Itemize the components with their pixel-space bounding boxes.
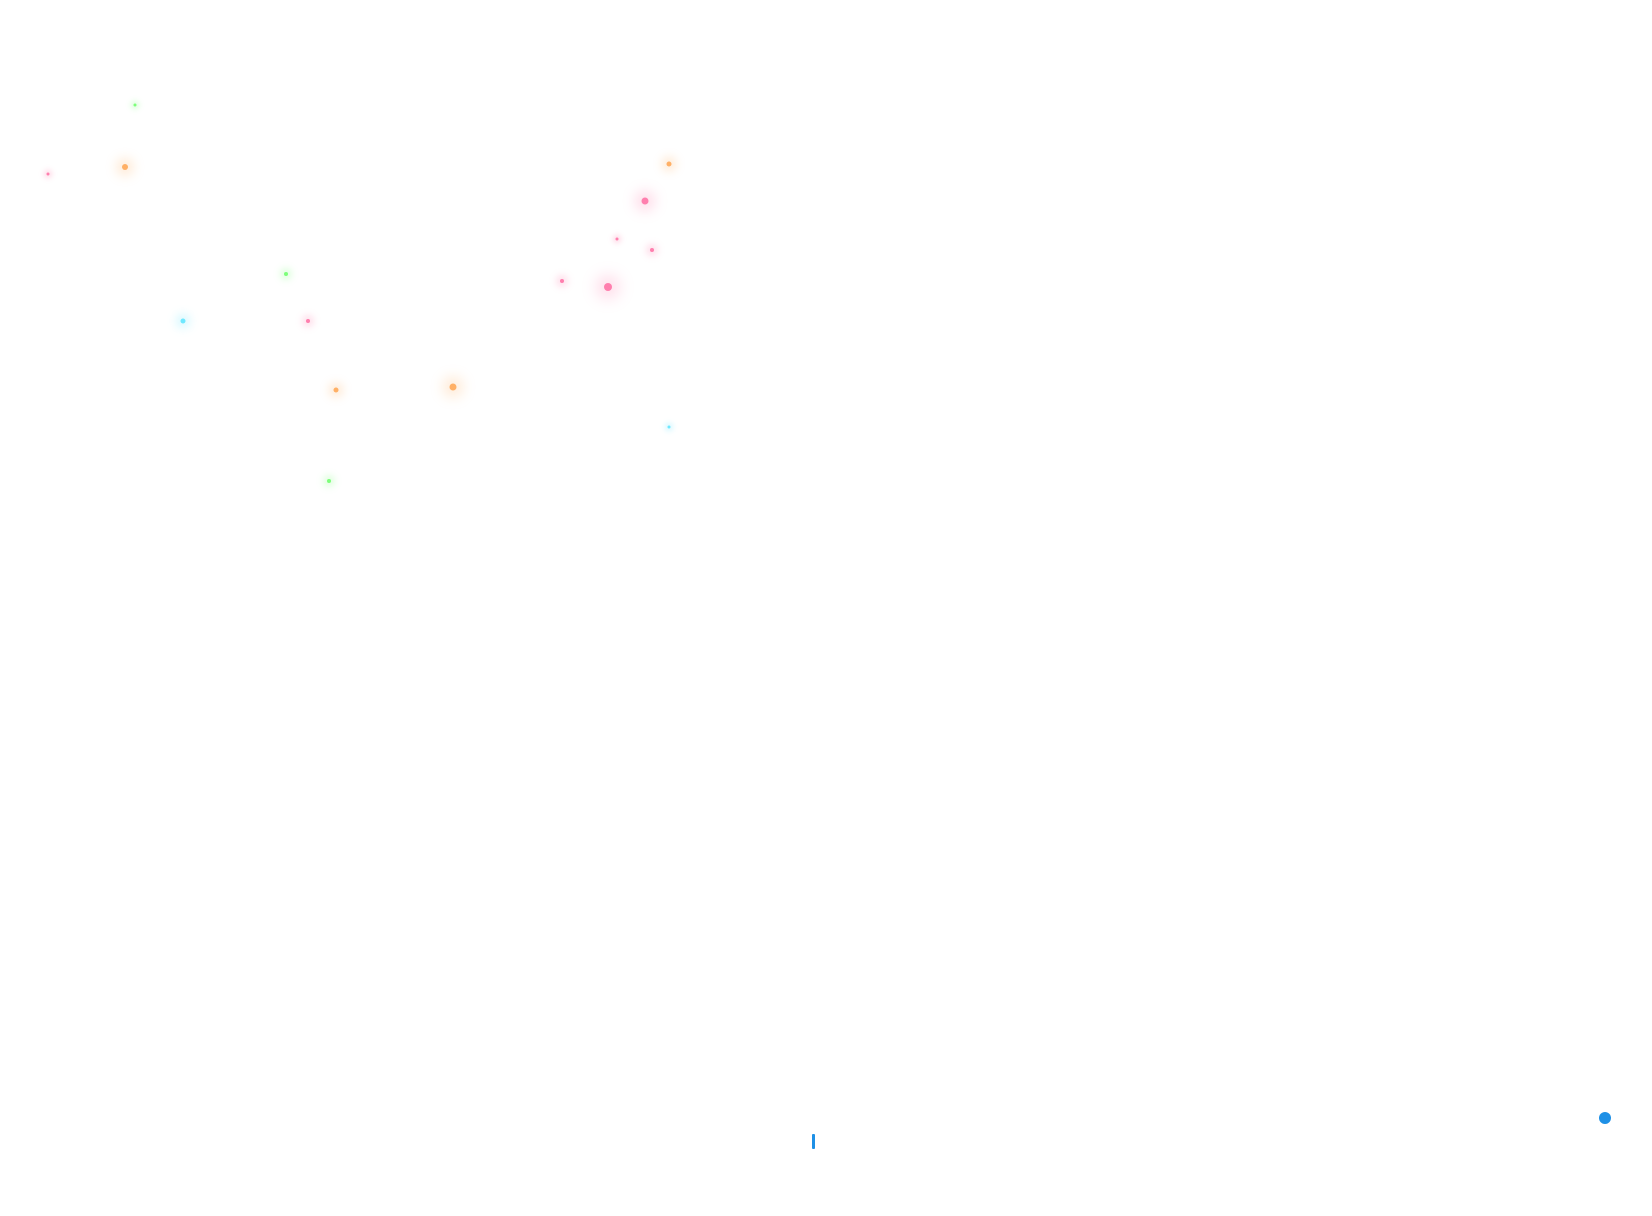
sparkle-pink xyxy=(641,197,649,205)
sparkle-orange xyxy=(449,383,457,391)
sparkle-green xyxy=(327,479,331,483)
sparkle-green xyxy=(284,272,288,276)
sparkle-pink xyxy=(604,283,612,291)
sparkle-green xyxy=(133,103,137,107)
sparkle-pink xyxy=(615,237,619,241)
sparkle-pink xyxy=(560,279,564,283)
sparkle-pink xyxy=(650,248,654,252)
sparkle-pink xyxy=(306,319,310,323)
sparkle-cyan xyxy=(667,425,671,429)
sparkle-orange xyxy=(122,164,128,170)
sparkle-pink xyxy=(46,172,50,176)
sparkle-orange xyxy=(666,161,672,167)
dot-indicator-icon[interactable] xyxy=(1599,1112,1611,1124)
text-cursor-icon xyxy=(812,1134,815,1149)
sparkle-orange xyxy=(333,387,339,393)
sparkle-cyan xyxy=(180,318,186,324)
